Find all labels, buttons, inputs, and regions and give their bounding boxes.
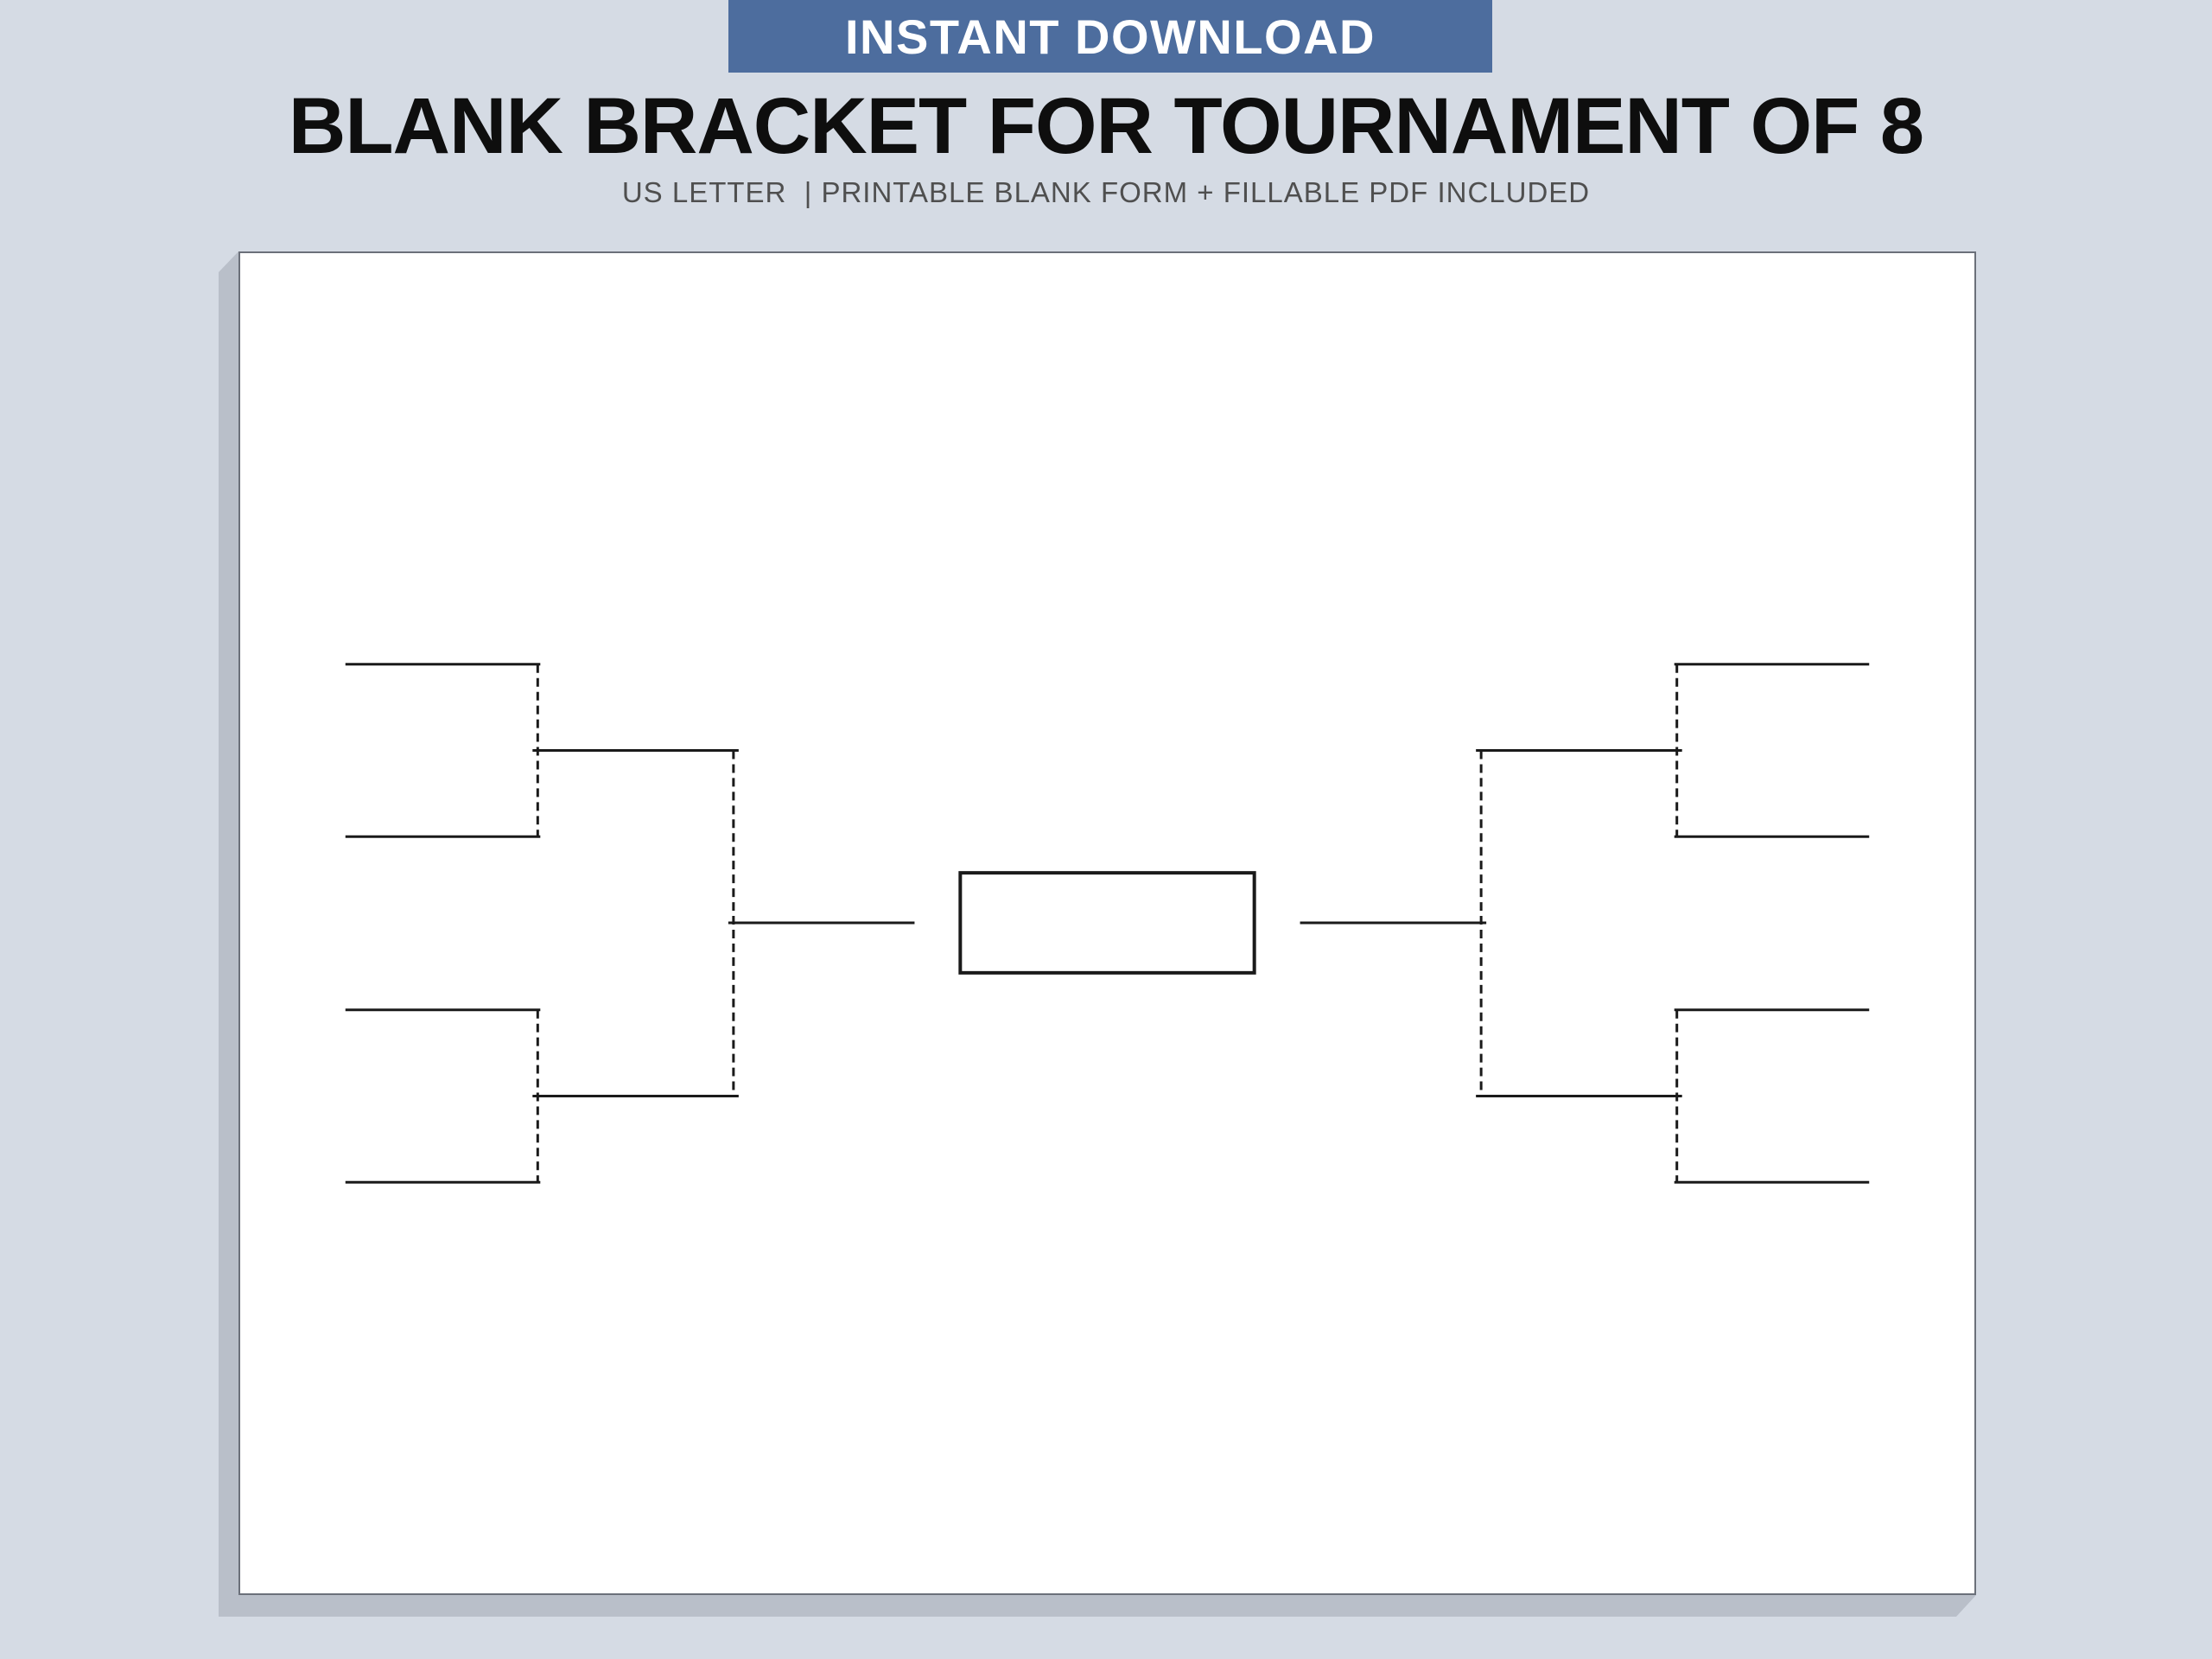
banner-label: INSTANT DOWNLOAD xyxy=(845,9,1376,64)
page-title: BLANK BRACKET FOR TOURNAMENT OF 8 xyxy=(288,82,1924,170)
page-subtitle: US LETTER | PRINTABLE BLANK FORM + FILLA… xyxy=(621,176,1591,208)
tournament-bracket-diagram xyxy=(345,663,1870,1184)
final-winner-box xyxy=(958,871,1256,975)
instant-download-banner: INSTANT DOWNLOAD xyxy=(728,0,1492,73)
bracket-sheet xyxy=(238,251,1976,1595)
